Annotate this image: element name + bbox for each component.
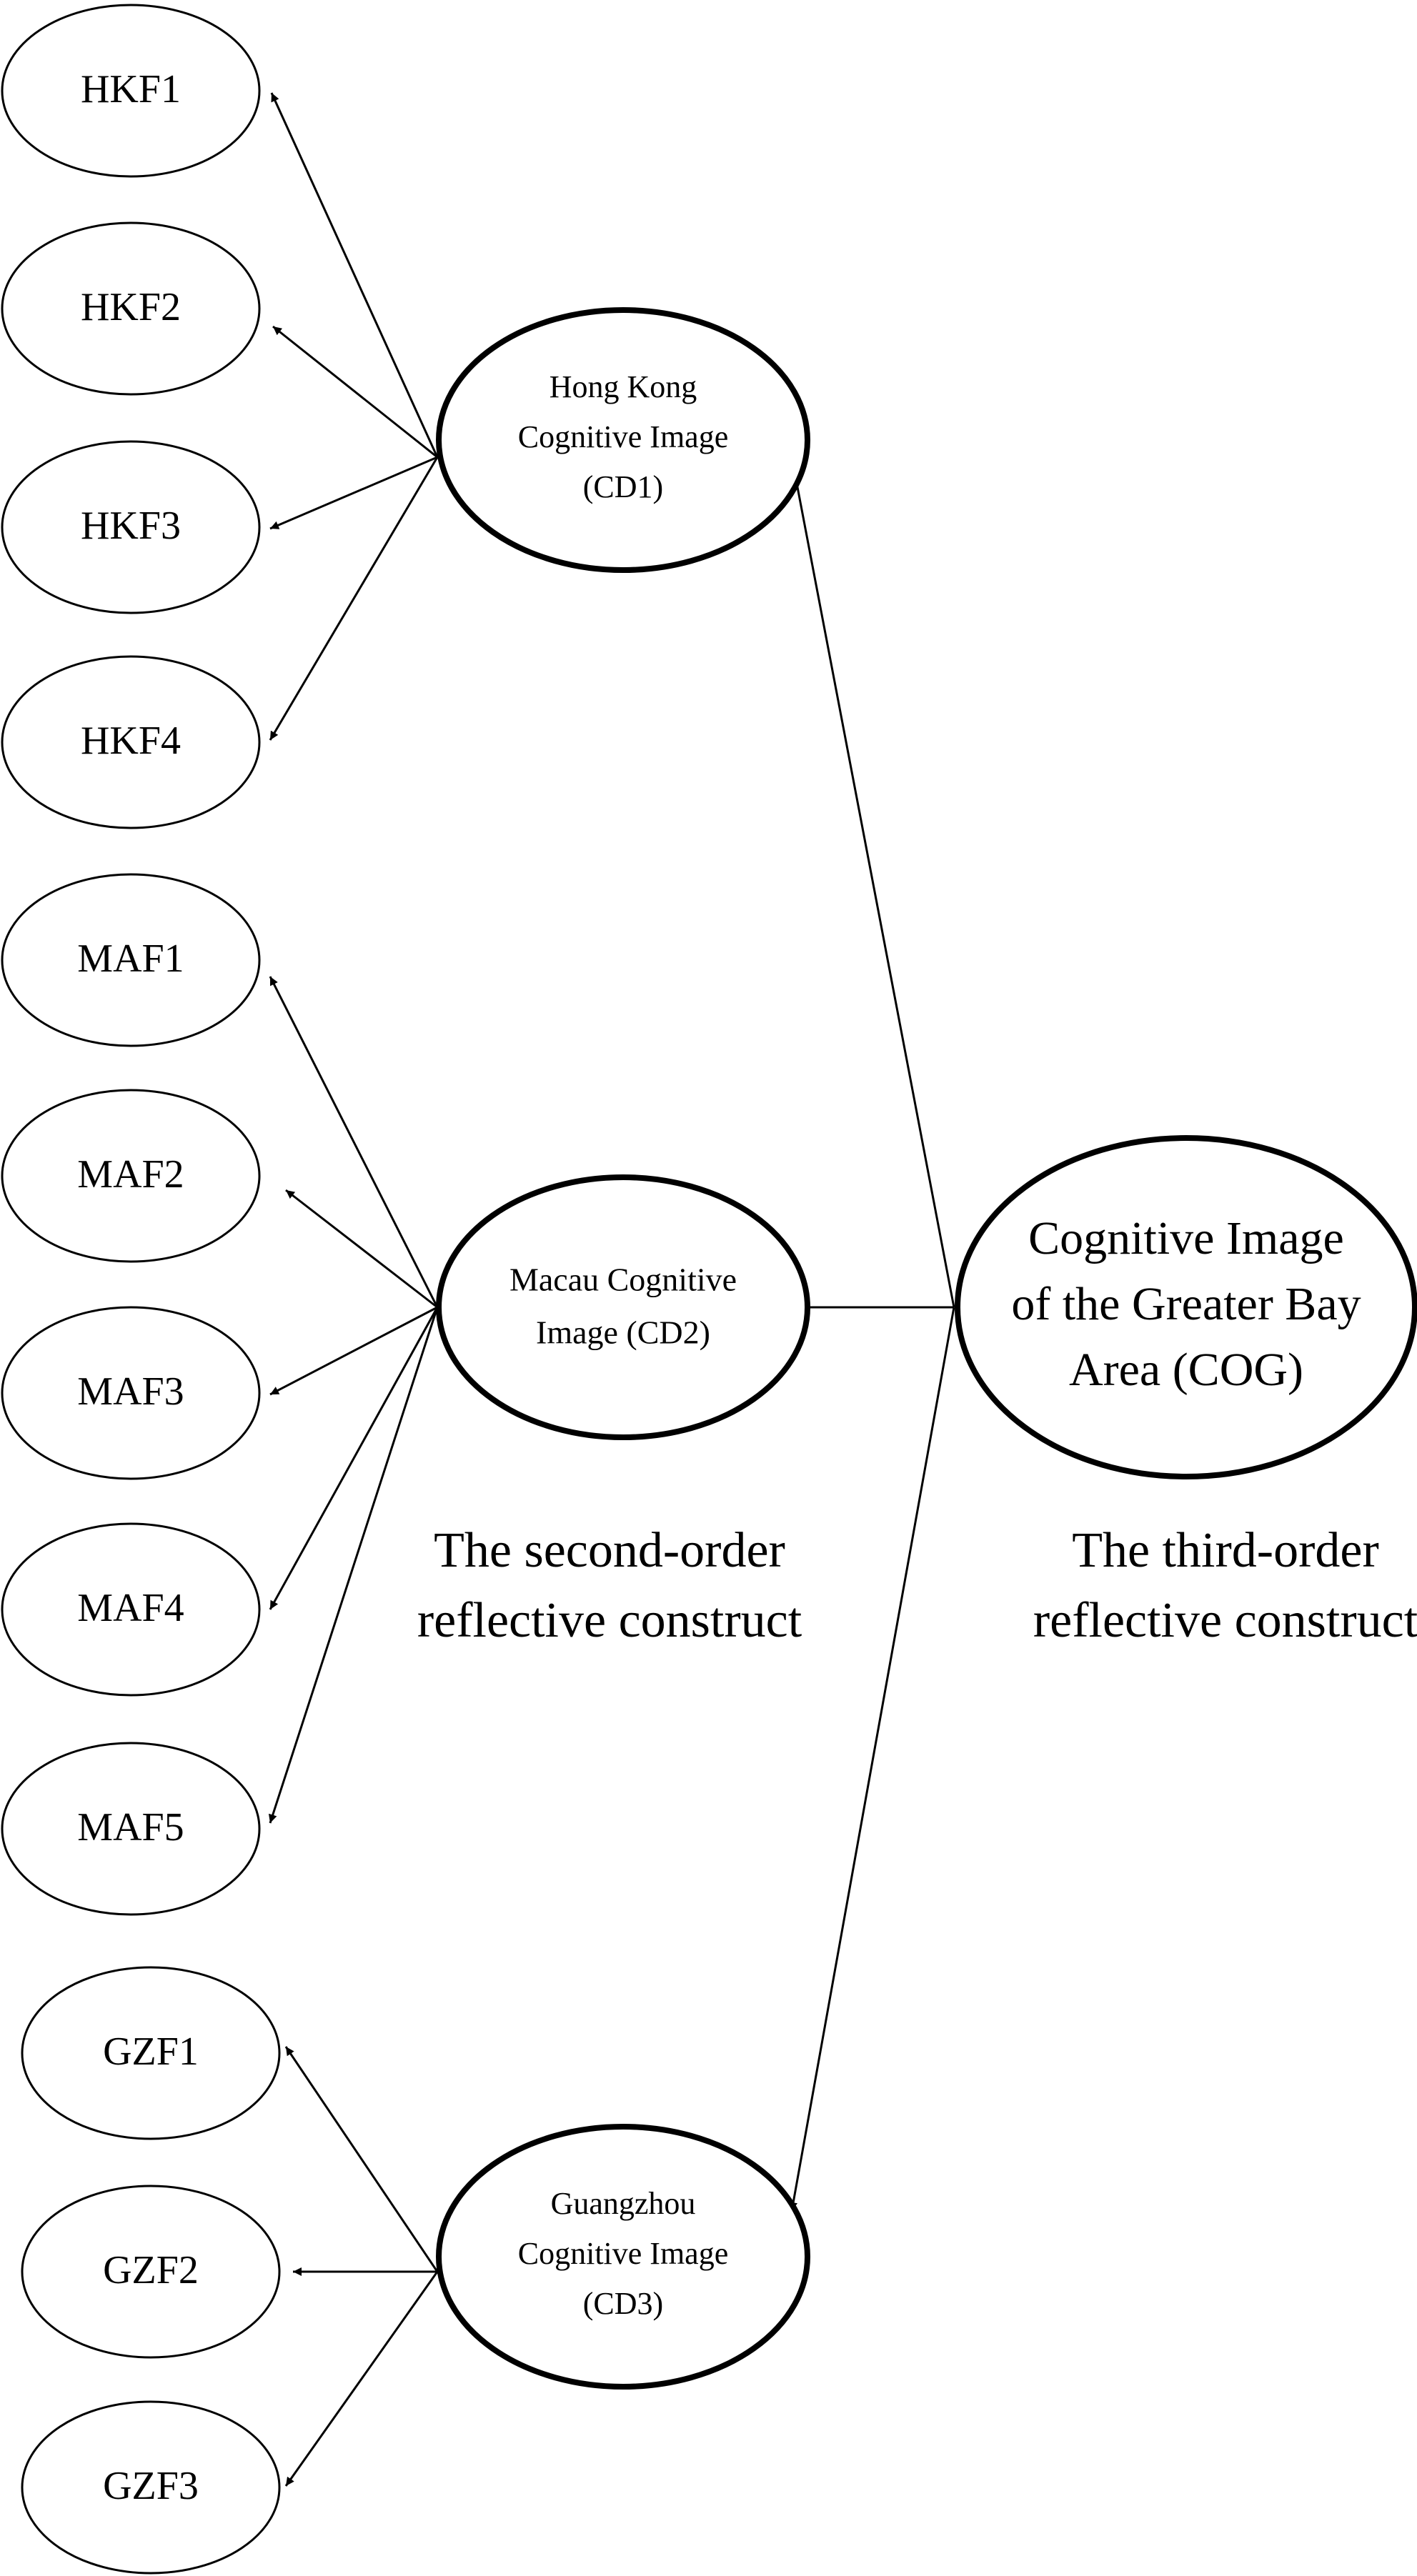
- node-gzf2: GZF2: [21, 2185, 281, 2359]
- node-maf5-label: MAF5: [77, 1805, 184, 1849]
- node-maf1-label: MAF1: [77, 937, 184, 981]
- caption-third-order-line2: reflective construct: [1033, 1593, 1417, 1648]
- edge-cd1-to-hkf2: [272, 325, 438, 459]
- edge-cd2-to-maf4: [269, 1307, 439, 1610]
- node-cd3: Guangzhou Cognitive Image (CD3): [436, 2124, 810, 2390]
- node-cd3-line2: Cognitive Image: [518, 2236, 729, 2271]
- node-gzf2-label: GZF2: [103, 2248, 199, 2292]
- edge-cd3-to-gzf3: [284, 2271, 439, 2487]
- node-cog: Cognitive Image of the Greater Bay Area …: [955, 1135, 1417, 1479]
- node-maf3: MAF3: [1, 1306, 261, 1480]
- node-cd2-line2: Image (CD2): [536, 1314, 710, 1351]
- node-cog-line1: Cognitive Image: [1028, 1212, 1344, 1264]
- caption-second-order-line1: The second-order: [434, 1523, 785, 1578]
- node-maf1: MAF1: [1, 873, 261, 1047]
- edge-cog-to-cd1: [789, 456, 955, 1308]
- node-cd1: Hong Kong Cognitive Image (CD1): [436, 307, 810, 573]
- edge-cd1-to-hkf3: [269, 456, 438, 530]
- node-cd1-line1: Hong Kong: [550, 369, 697, 404]
- node-cd3-line3: (CD3): [583, 2286, 663, 2321]
- node-hkf3-label: HKF3: [81, 504, 181, 548]
- caption-second-order-line2: reflective construct: [417, 1593, 802, 1648]
- node-maf3-label: MAF3: [77, 1369, 184, 1414]
- node-maf4: MAF4: [1, 1522, 261, 1697]
- node-hkf4-label: HKF4: [81, 719, 181, 763]
- node-hkf2-label: HKF2: [81, 285, 181, 329]
- node-gzf3-label: GZF3: [103, 2464, 199, 2508]
- node-cd1-line3: (CD1): [583, 469, 663, 504]
- node-cd2-line1: Macau Cognitive: [509, 1262, 737, 1298]
- edges-layer: [268, 92, 955, 2487]
- node-gzf1: GZF1: [21, 1966, 281, 2140]
- node-maf2: MAF2: [1, 1089, 261, 1263]
- caption-third-order-line1: The third-order: [1072, 1523, 1379, 1578]
- caption-second-order: The second-order reflective construct: [417, 1523, 802, 1648]
- edge-cd1-to-hkf4: [269, 456, 439, 741]
- node-maf5: MAF5: [1, 1742, 261, 1916]
- node-gzf1-label: GZF1: [103, 2030, 199, 2074]
- edge-cd3-to-gzf1: [284, 2046, 439, 2272]
- node-hkf4: HKF4: [1, 655, 261, 829]
- edge-cd2-to-maf3: [269, 1306, 438, 1396]
- caption-third-order: The third-order reflective construct: [1033, 1523, 1417, 1648]
- node-gzf3: GZF3: [21, 2400, 281, 2575]
- edge-cd1-to-hkf1: [270, 92, 439, 458]
- node-cog-line3: Area (COG): [1069, 1344, 1303, 1396]
- edge-cd2-to-maf1: [269, 976, 439, 1308]
- edge-cd2-to-maf2: [285, 1189, 438, 1309]
- node-maf2-label: MAF2: [77, 1152, 184, 1197]
- node-hkf3: HKF3: [1, 440, 261, 614]
- node-cd2: Macau Cognitive Image (CD2): [436, 1174, 810, 1440]
- nodes-layer: HKF1 HKF2 HKF3 HKF4 MAF1 MAF2 MAF3: [1, 4, 1417, 2575]
- node-hkf1: HKF1: [1, 4, 261, 178]
- node-hkf1-label: HKF1: [81, 67, 181, 111]
- node-cd3-line1: Guangzhou: [551, 2186, 696, 2221]
- edge-cd2-to-maf5: [268, 1307, 439, 1824]
- edge-cog-to-cd3: [789, 1307, 955, 2212]
- node-cd1-line2: Cognitive Image: [518, 419, 729, 454]
- node-cog-line2: of the Greater Bay: [1011, 1278, 1361, 1330]
- node-hkf2: HKF2: [1, 221, 261, 396]
- node-maf4-label: MAF4: [77, 1586, 184, 1630]
